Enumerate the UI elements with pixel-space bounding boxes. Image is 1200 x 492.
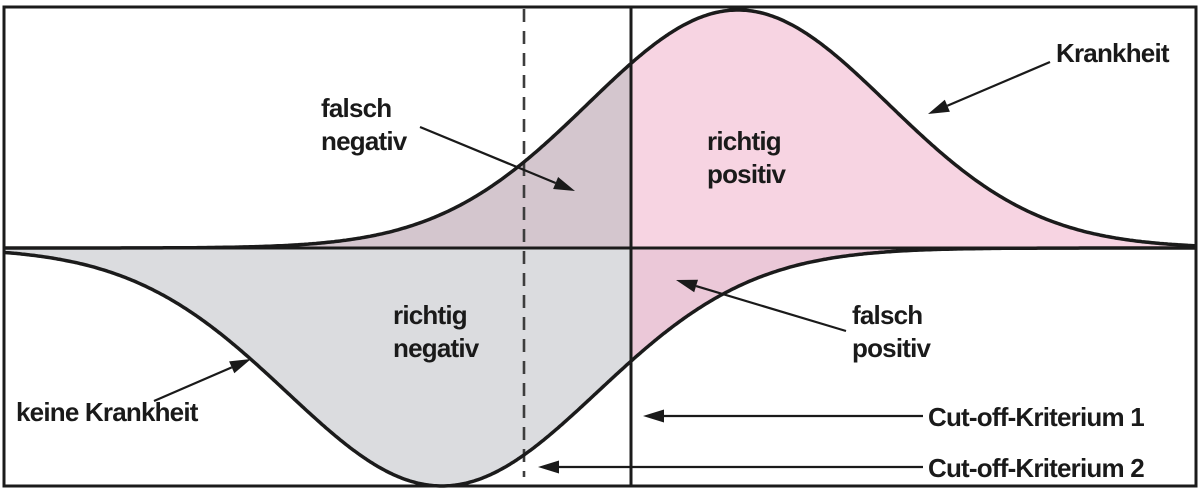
falsch-negativ-line2: negativ (321, 126, 407, 156)
cutoff-2-label: Cut-off-Kriterium 2 (928, 453, 1145, 483)
krankheit-arrow-line (946, 60, 1051, 107)
keine-krankheit-label: keine Krankheit (16, 397, 198, 427)
krankheit-area-left-of-cutoff1 (4, 64, 631, 248)
krankheit-label: Krankheit (1056, 38, 1170, 68)
falsch-positiv-arrow-head (676, 279, 698, 293)
keine-krankheit-arrow-head (229, 359, 251, 374)
falsch-positiv-line2: positiv (852, 333, 931, 363)
richtig-positiv-line1: richtig (707, 126, 782, 156)
falsch-negativ-label: falsch negativ (321, 92, 407, 158)
cutoff-2-arrow-head (538, 460, 559, 474)
falsch-positiv-arrow-line (695, 284, 847, 333)
falsch-positiv-line1: falsch (852, 300, 923, 330)
keine-krankheit-area-right-of-cutoff1 (631, 248, 1196, 362)
cutoff-1-label: Cut-off-Kriterium 1 (928, 402, 1145, 432)
keine-krankheit-curve (3, 246, 1196, 488)
frame-border (2, 5, 1198, 488)
richtig-positiv-label: richtig positiv (707, 125, 786, 191)
cutoff-1-arrow-head (643, 409, 664, 423)
richtig-positiv-line2: positiv (707, 159, 786, 189)
krankheit-arrow-head (928, 99, 950, 114)
richtig-negativ-label: richtig negativ (393, 299, 479, 365)
falsch-negativ-arrow-line (419, 125, 557, 185)
richtig-negativ-line1: richtig (393, 300, 468, 330)
falsch-negativ-line1: falsch (321, 93, 392, 123)
richtig-negativ-line2: negativ (393, 333, 479, 363)
falsch-negativ-arrow-head (553, 177, 575, 191)
keine-krankheit-arrow-line (153, 366, 233, 403)
falsch-positiv-label: falsch positiv (852, 299, 931, 365)
krankheit-curve (4, 8, 1197, 250)
keine-krankheit-area-left-of-cutoff1 (4, 248, 631, 486)
